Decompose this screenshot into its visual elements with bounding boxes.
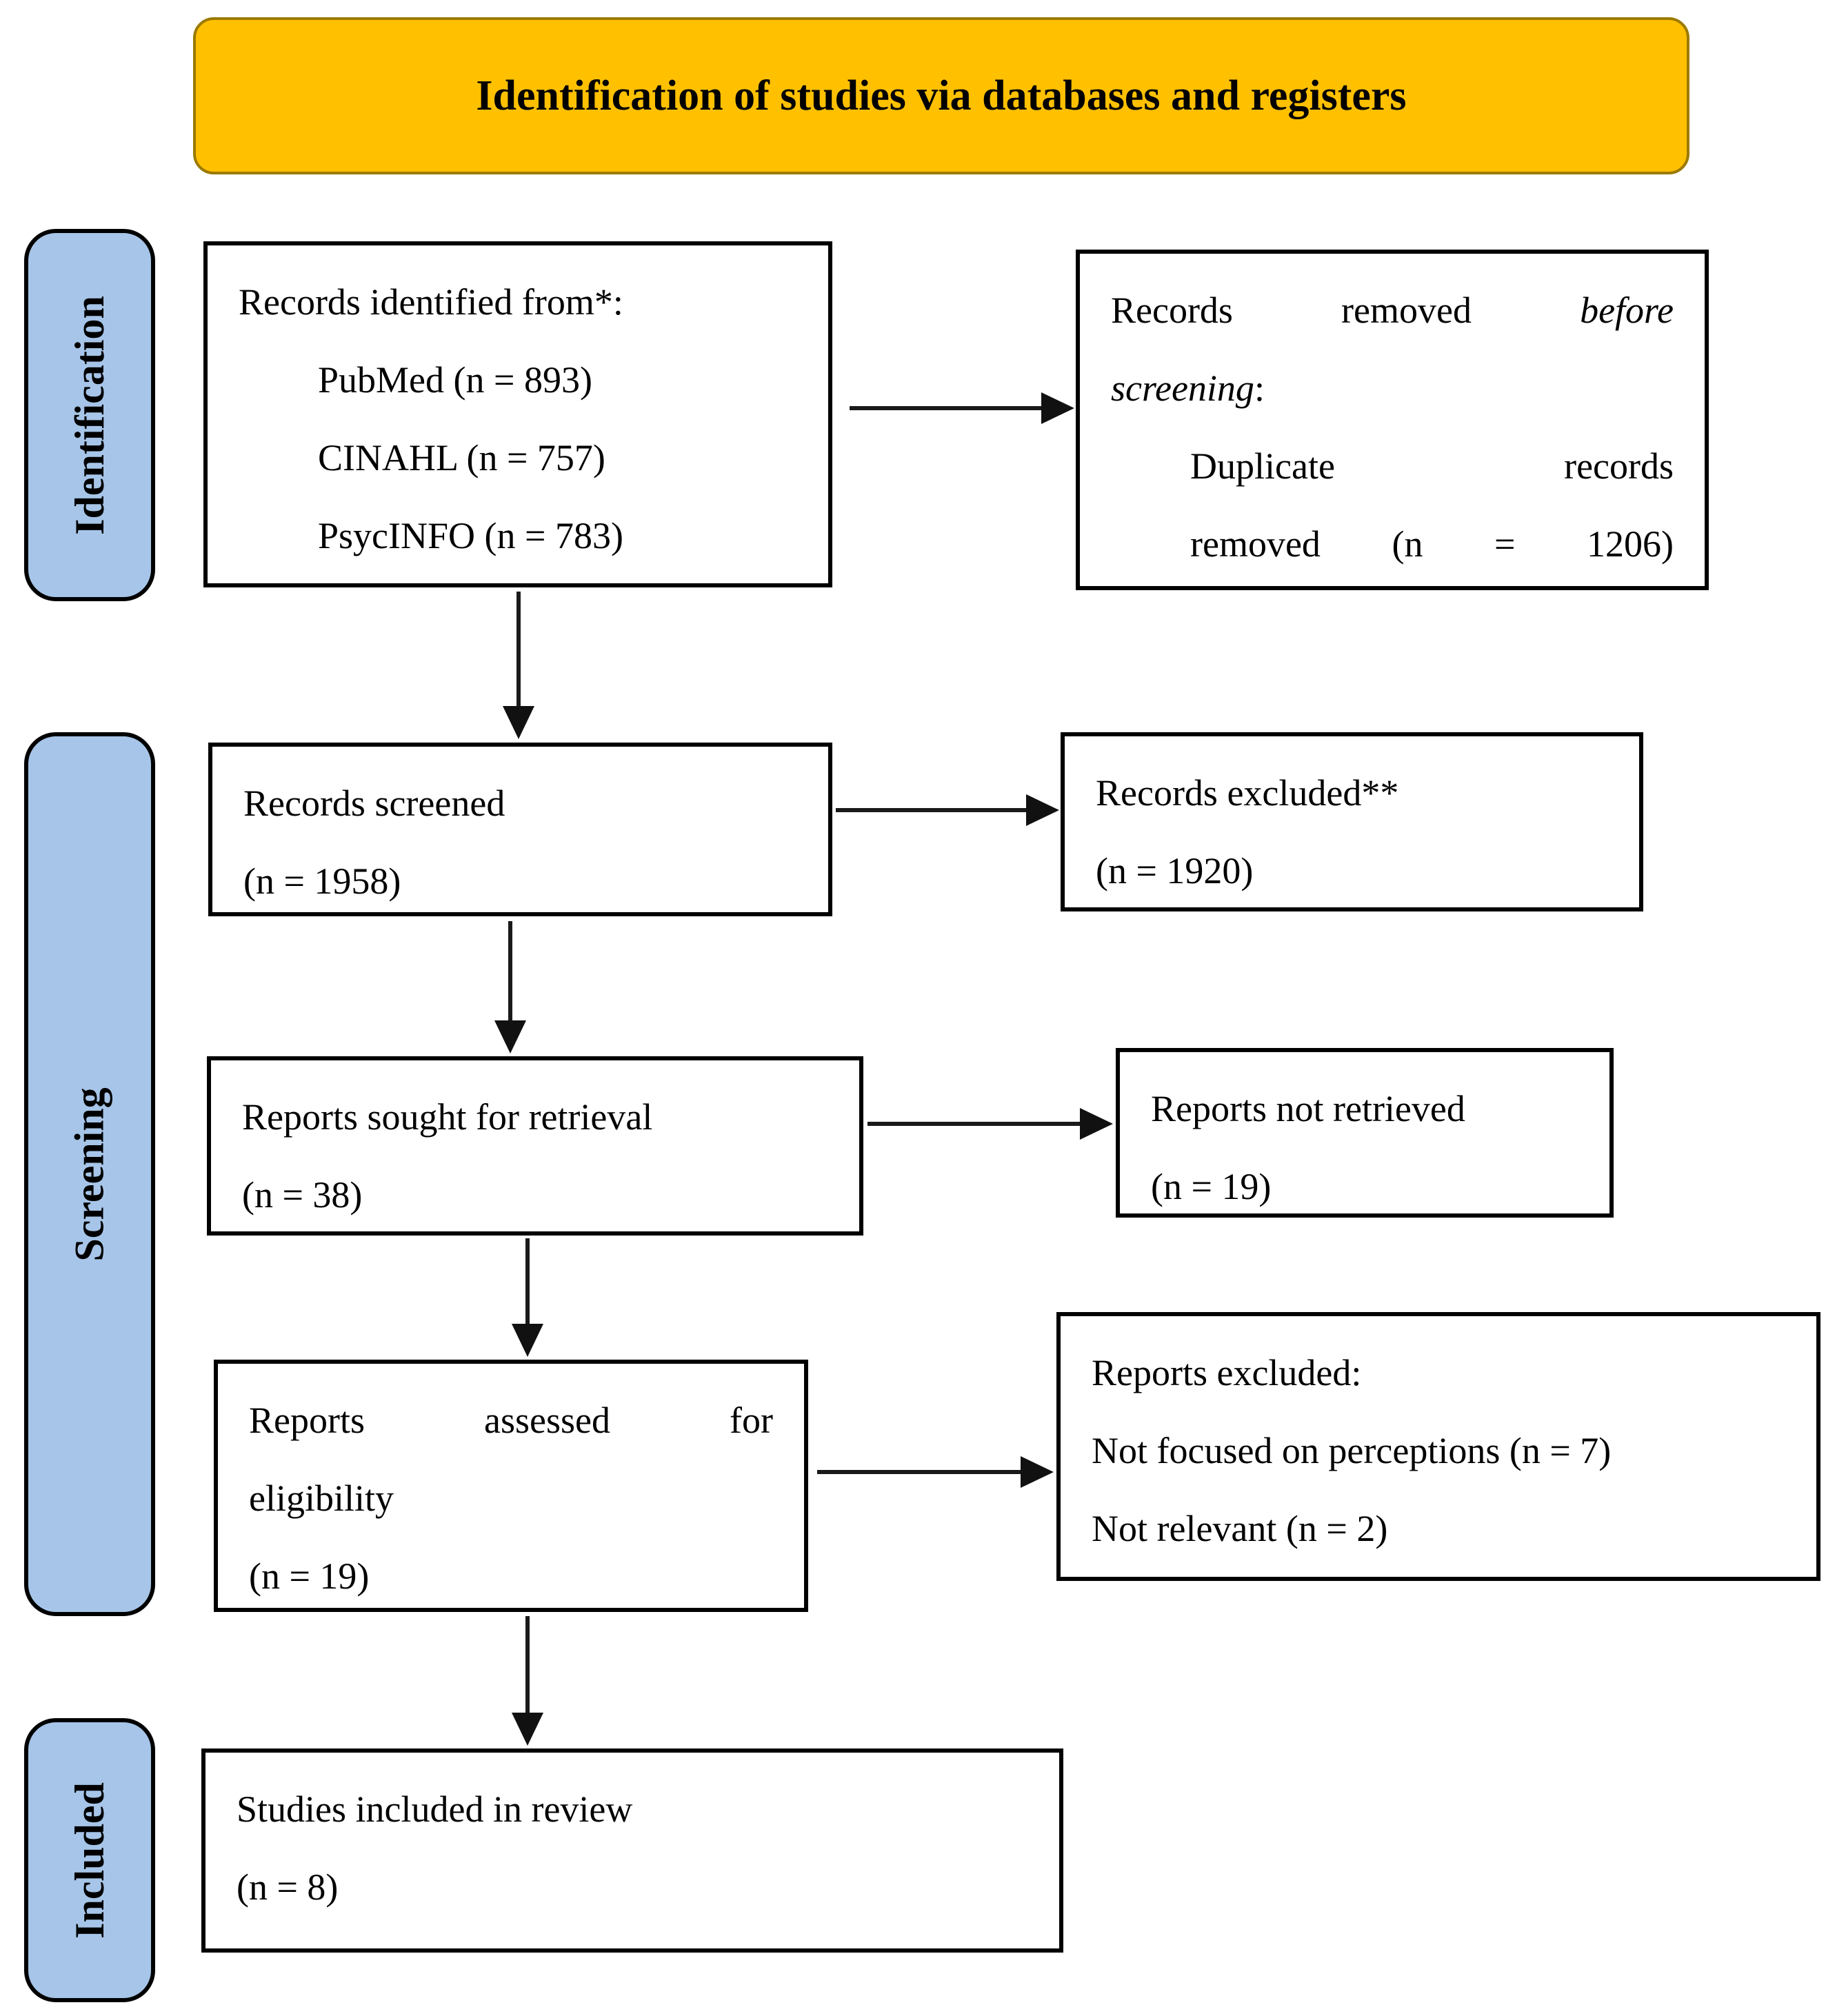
records-screened-line2: (n = 1958) [243, 860, 401, 902]
reports-excluded-line2: Not focused on perceptions (n = 7) [1092, 1430, 1612, 1471]
arrow-head-down-icon [512, 1713, 543, 1746]
records-identified-header: Records identified from*: [239, 281, 623, 323]
box-records-screened: Records screened (n = 1958) [208, 743, 832, 916]
arrow-head-down-icon [503, 706, 534, 739]
box-reports-sought: Reports sought for retrieval (n = 38) [207, 1056, 863, 1236]
arrow-shaft [867, 1122, 1085, 1126]
records-identified-psycinfo: PsycINFO (n = 783) [318, 515, 623, 556]
records-removed-line2: screening: [1111, 367, 1265, 409]
arrow-shaft [817, 1470, 1026, 1474]
arrow-shaft [516, 592, 521, 712]
records-removed-line3: Duplicate records [1190, 445, 1674, 487]
records-removed-line4: removed (n = 1206) [1190, 523, 1674, 565]
arrow-assessed-to-excluded [817, 1456, 1054, 1488]
arrow-head-right-icon [1080, 1108, 1113, 1140]
arrow-sought-to-assessed [512, 1238, 543, 1357]
arrow-shaft [508, 921, 512, 1026]
arrow-shaft [850, 406, 1047, 410]
stage-screening-label: Screening [66, 1087, 112, 1262]
studies-included-line1: Studies included in review [237, 1788, 633, 1830]
box-reports-excluded: Reports excluded: Not focused on percept… [1056, 1312, 1820, 1581]
studies-included-line2: (n = 8) [237, 1866, 339, 1908]
records-identified-pubmed: PubMed (n = 893) [318, 359, 592, 401]
stage-identification-label: Identification [66, 295, 112, 535]
reports-sought-line2: (n = 38) [242, 1174, 363, 1216]
stage-included-label: Included [66, 1782, 112, 1939]
banner-title-text: Identification of studies via databases … [476, 72, 1407, 119]
arrow-identified-to-removed [850, 392, 1074, 424]
records-screened-line1: Records screened [243, 783, 505, 824]
arrow-screened-to-sought [494, 921, 526, 1054]
arrow-assessed-to-included [512, 1616, 543, 1746]
arrow-shaft [525, 1238, 530, 1329]
arrow-head-right-icon [1026, 794, 1059, 826]
arrow-identified-to-screened [503, 592, 534, 739]
records-removed-line1: Records removed before [1111, 290, 1674, 331]
box-records-excluded: Records excluded** (n = 1920) [1061, 732, 1643, 911]
records-excluded-line2: (n = 1920) [1096, 850, 1254, 891]
reports-sought-line1: Reports sought for retrieval [242, 1096, 653, 1138]
stage-identification: Identification [24, 229, 155, 601]
records-identified-cinahl: CINAHL (n = 757) [318, 437, 605, 478]
box-reports-assessed: Reports assessed for eligibility (n = 19… [214, 1360, 808, 1612]
arrow-head-right-icon [1021, 1456, 1054, 1488]
reports-excluded-line1: Reports excluded: [1092, 1352, 1362, 1393]
box-records-identified: Records identified from*: PubMed (n = 89… [203, 241, 832, 587]
arrow-sought-to-not-retrieved [867, 1108, 1113, 1140]
arrow-shaft [525, 1616, 530, 1718]
reports-assessed-line1: Reports assessed for [249, 1400, 773, 1441]
stage-included: Included [24, 1718, 155, 2002]
reports-excluded-line3: Not relevant (n = 2) [1092, 1508, 1388, 1549]
reports-assessed-line3: (n = 19) [249, 1555, 370, 1597]
reports-not-retrieved-line1: Reports not retrieved [1151, 1088, 1465, 1129]
banner-title: Identification of studies via databases … [193, 17, 1689, 174]
stage-screening: Screening [24, 732, 155, 1616]
reports-not-retrieved-line2: (n = 19) [1151, 1166, 1272, 1207]
records-excluded-line1: Records excluded** [1096, 772, 1399, 814]
box-records-removed: Records removed before screening: Duplic… [1076, 250, 1709, 590]
arrow-screened-to-excluded [836, 794, 1059, 826]
arrow-head-down-icon [494, 1020, 526, 1054]
arrow-shaft [836, 808, 1032, 812]
box-studies-included: Studies included in review (n = 8) [201, 1748, 1063, 1953]
arrow-head-right-icon [1041, 392, 1074, 424]
arrow-head-down-icon [512, 1324, 543, 1357]
reports-assessed-line2: eligibility [249, 1478, 394, 1519]
box-reports-not-retrieved: Reports not retrieved (n = 19) [1116, 1048, 1614, 1218]
